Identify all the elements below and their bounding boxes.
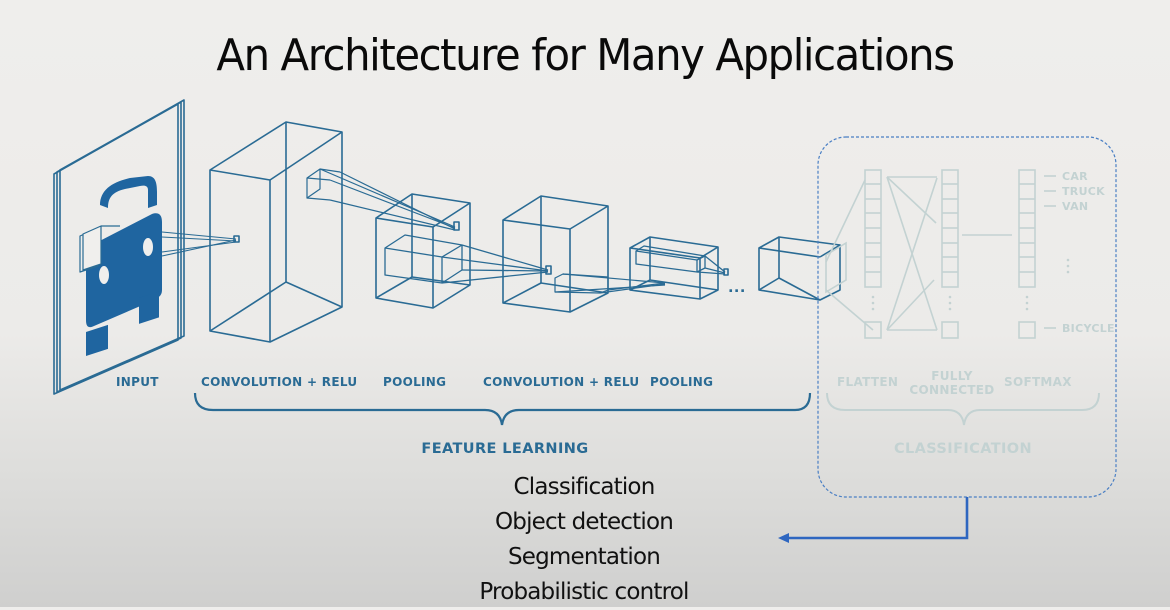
applications-list: Classification Object detection Segmenta… — [434, 470, 734, 610]
flatten-column — [864, 169, 882, 339]
pool2-volume — [629, 236, 719, 300]
label-conv1: CONVOLUTION + RELU — [201, 375, 357, 389]
application-item: Segmentation — [507, 544, 661, 570]
label-fully-connected-1: FULLY — [931, 369, 973, 383]
fc-connections — [886, 176, 938, 331]
label-fully-connected-2: CONNECTED — [909, 383, 994, 397]
label-pool1: POOLING — [383, 375, 446, 389]
conv1-filter-window — [306, 168, 456, 231]
classification-brace — [826, 392, 1100, 426]
class-label-van: VAN — [1062, 200, 1088, 213]
classification-highlight-box — [817, 136, 1117, 498]
label-flatten: FLATTEN — [837, 375, 898, 389]
application-item: Classification — [513, 474, 656, 500]
label-conv2: CONVOLUTION + RELU — [483, 375, 639, 389]
classification-layers — [825, 169, 1056, 339]
flatten-input-volume — [825, 241, 847, 294]
label-pool2: POOLING — [650, 375, 713, 389]
fully-connected-column — [941, 169, 959, 339]
class-label-truck: TRUCK — [1062, 185, 1105, 198]
vertical-dots — [871, 258, 1070, 311]
pool1-filter-window — [384, 234, 549, 284]
car-icon — [86, 176, 162, 357]
label-softmax: SOFTMAX — [1004, 375, 1072, 389]
class-label-car: CAR — [1062, 170, 1088, 183]
input-filter-window — [79, 225, 120, 273]
conv1-volume — [209, 121, 343, 343]
pool2-filter-window — [635, 245, 726, 275]
final-feature-volume — [758, 236, 841, 301]
slide-title: An Architecture for Many Applications — [216, 30, 955, 81]
pool2-feature-point — [723, 268, 729, 276]
application-item: Probabilistic control — [479, 579, 689, 605]
label-input: INPUT — [116, 375, 159, 389]
feature-learning-label: FEATURE LEARNING — [421, 441, 588, 457]
output-arrow — [778, 497, 969, 543]
ellipsis: ... — [728, 280, 746, 296]
pool1-volume — [375, 193, 471, 309]
conv2-volume — [502, 195, 609, 313]
softmax-column — [1018, 169, 1036, 339]
projection-lines-input — [161, 231, 237, 257]
conv1-feature-point — [233, 235, 240, 243]
class-label-bicycle: BICYCLE — [1062, 322, 1115, 335]
feature-learning-brace — [193, 392, 812, 426]
input-image-stack — [53, 99, 185, 395]
car-headlight-left — [99, 266, 109, 284]
car-headlight-right — [143, 238, 153, 256]
classification-label: CLASSIFICATION — [894, 441, 1032, 457]
conv2-filter-window — [554, 273, 666, 294]
application-item: Object detection — [494, 509, 674, 535]
conv2-feature-point — [545, 265, 552, 275]
pool1-feature-point — [453, 221, 460, 231]
